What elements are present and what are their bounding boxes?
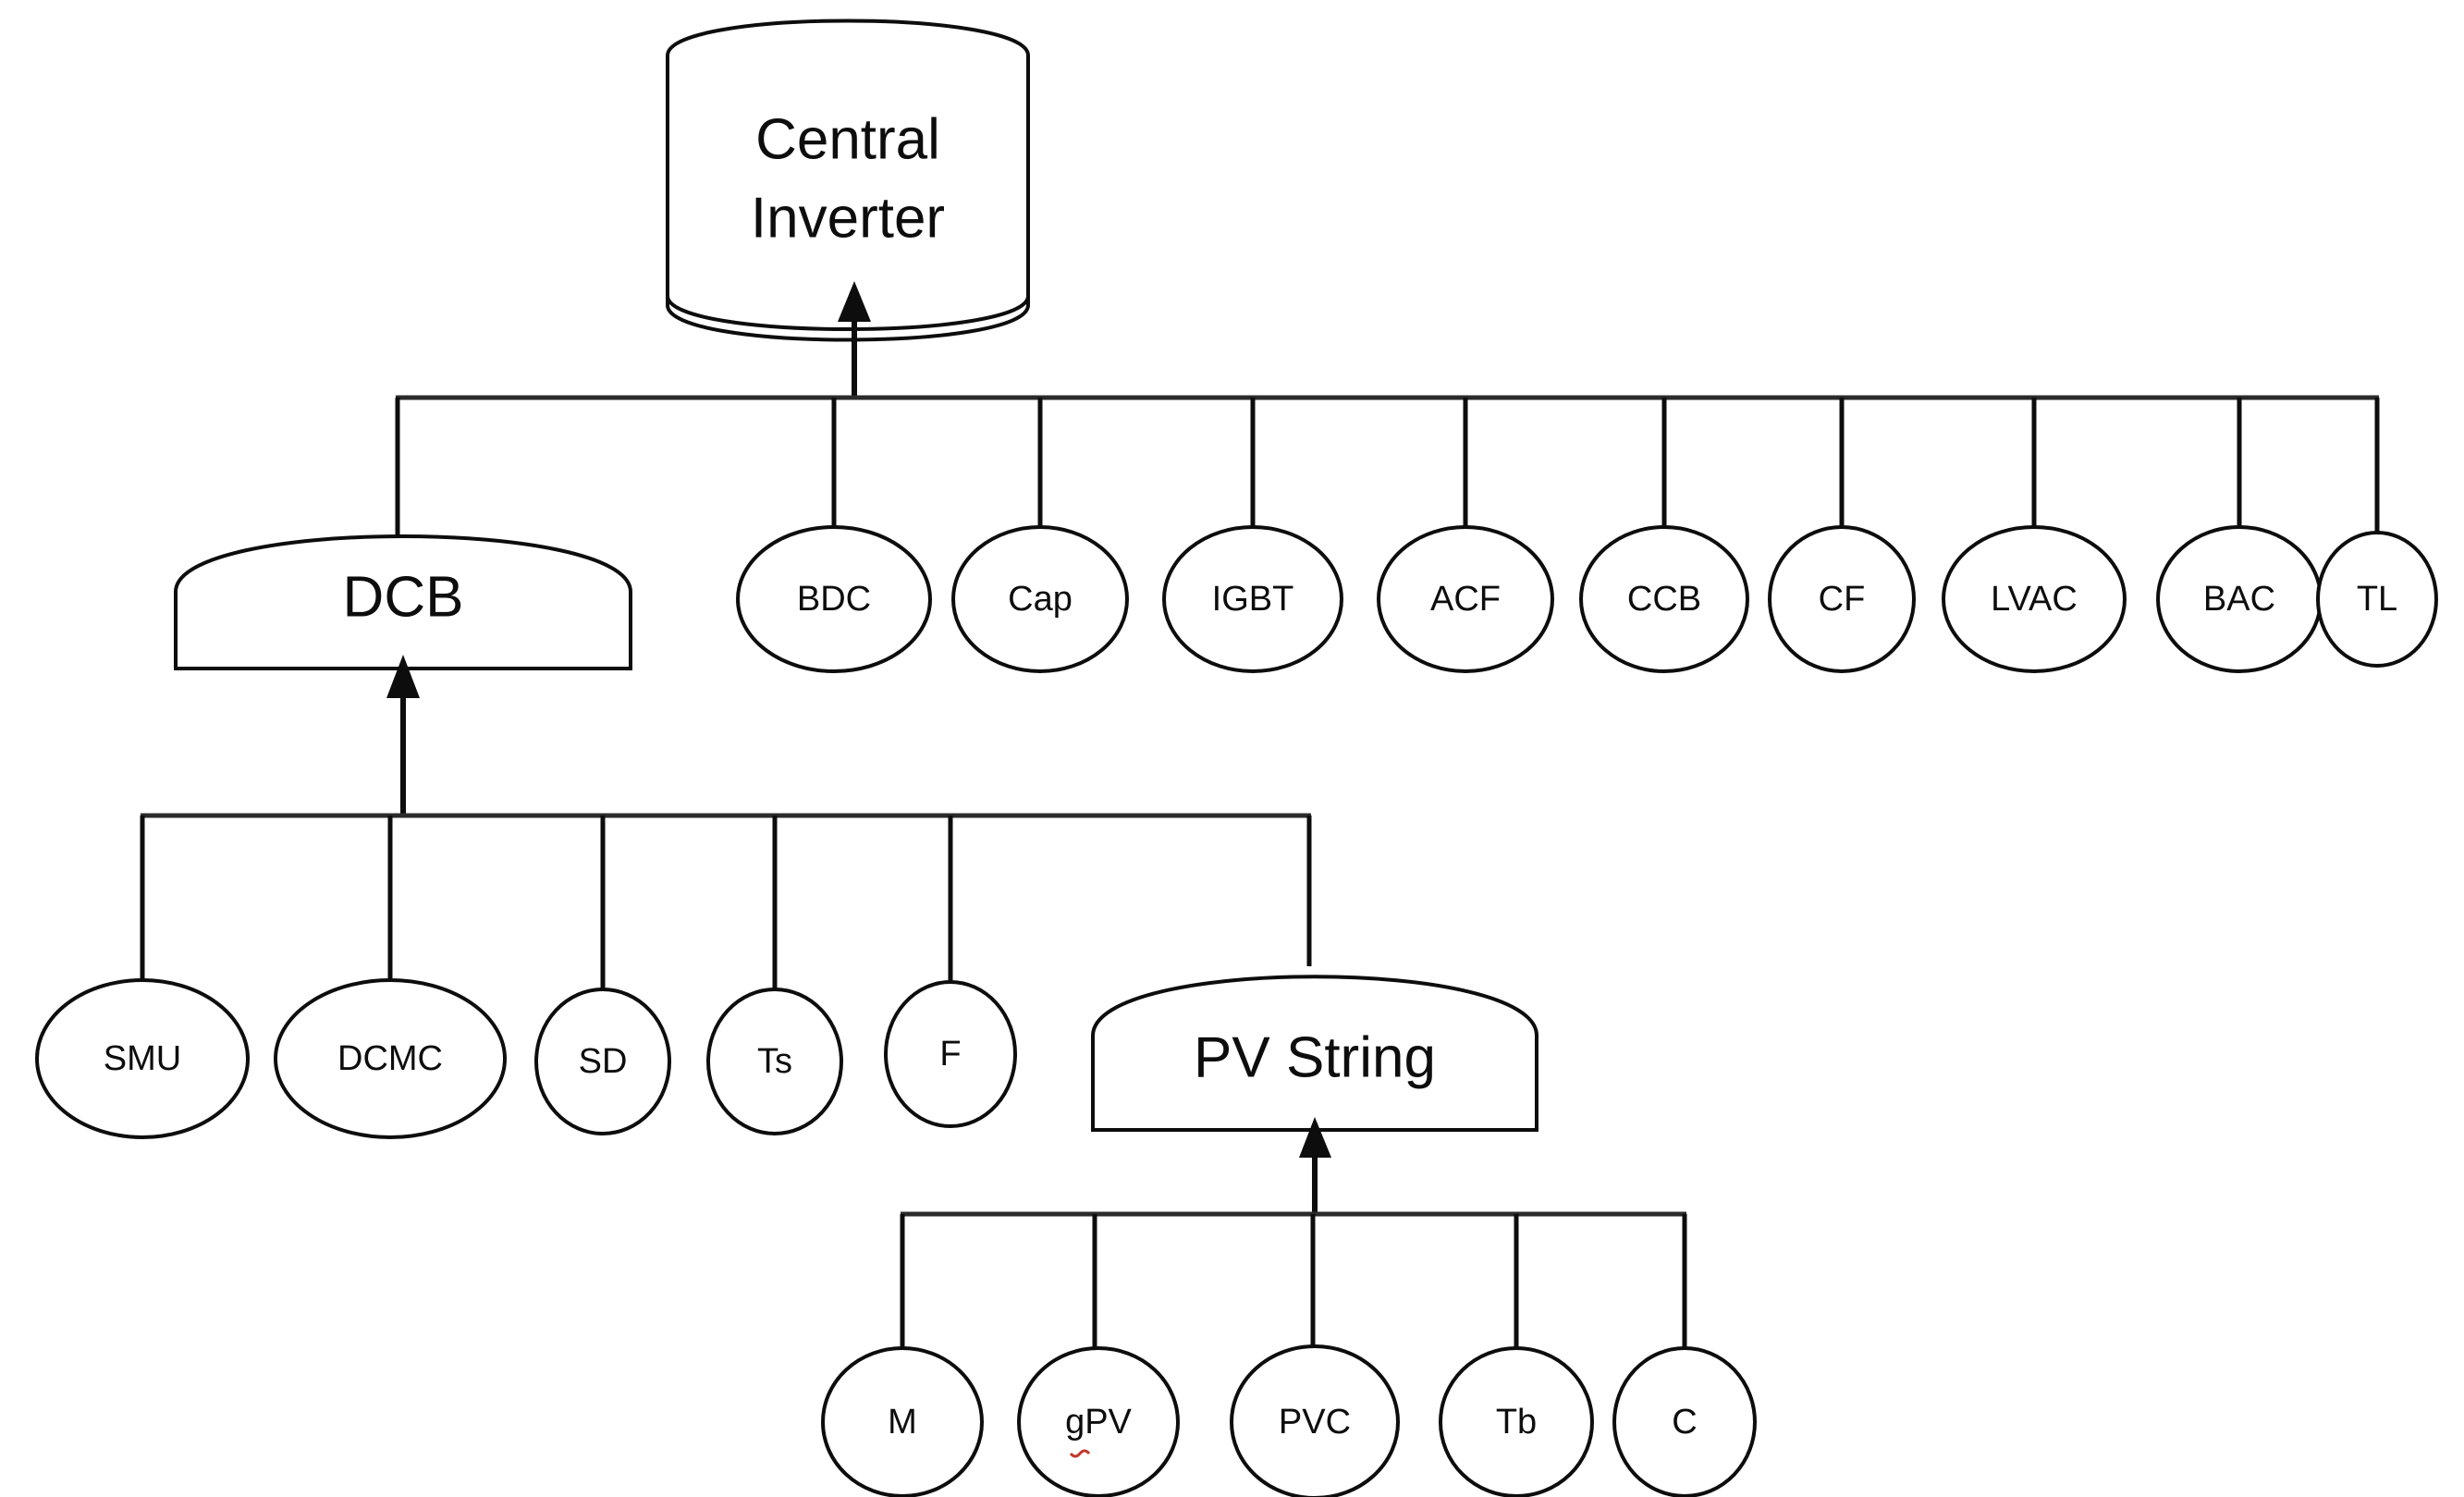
tl-circle: [2316, 531, 2438, 668]
node-m[interactable]: M: [821, 1346, 984, 1497]
node-igbt[interactable]: IGBT: [1162, 525, 1343, 673]
lvac-circle: [1942, 525, 2127, 673]
arrow-head-up: [386, 655, 420, 698]
node-cap[interactable]: Cap: [951, 525, 1129, 673]
node-central-inverter[interactable]: Central Inverter: [666, 18, 1030, 342]
f-circle: [884, 980, 1017, 1128]
pv-string-label: PV String: [1194, 1025, 1436, 1089]
node-pv-string[interactable]: PV String: [1091, 975, 1538, 1132]
central-inverter-label-line2: Inverter: [751, 186, 945, 250]
tb-label: Tb: [1496, 1403, 1537, 1442]
c-circle: [1612, 1346, 1757, 1497]
ts-circle: [706, 988, 843, 1135]
cf-label: CF: [1819, 580, 1866, 619]
igbt-circle: [1162, 525, 1343, 673]
arrow-bus2-to-dcb: [386, 655, 420, 814]
node-bdc[interactable]: BDC: [736, 525, 932, 673]
bus-bar-tier1: [395, 395, 2380, 536]
m-circle: [821, 1346, 984, 1497]
node-acf[interactable]: ACF: [1377, 525, 1554, 673]
node-ccb[interactable]: CCB: [1579, 525, 1749, 673]
cap-circle: [951, 525, 1129, 673]
lvac-label: LVAC: [1991, 580, 2078, 619]
central-inverter-cylinder-body: [666, 18, 1030, 342]
node-sd[interactable]: SD: [534, 988, 671, 1135]
arrow-bus1-to-central-inverter: [838, 281, 871, 396]
central-inverter-label-line1: Central: [755, 107, 940, 171]
node-cf[interactable]: CF: [1768, 525, 1916, 673]
dcmc-circle: [274, 978, 507, 1139]
bdc-circle: [736, 525, 932, 673]
node-smu[interactable]: SMU: [35, 978, 250, 1139]
arrow-head-up: [838, 281, 871, 322]
ccb-label: CCB: [1627, 580, 1701, 619]
pvc-circle: [1230, 1344, 1400, 1497]
bus-bar-tier3: [900, 1211, 1687, 1352]
node-ts[interactable]: Ts: [706, 988, 843, 1135]
node-bac[interactable]: BAC: [2156, 525, 2323, 673]
c-label: C: [1672, 1403, 1697, 1442]
node-dcmc[interactable]: DCMC: [274, 978, 507, 1139]
bus-bar-tier2: [140, 813, 1312, 994]
node-tb[interactable]: Tb: [1439, 1346, 1594, 1497]
sd-circle: [534, 988, 671, 1135]
node-c[interactable]: C: [1612, 1346, 1757, 1497]
node-pvc[interactable]: PVC: [1230, 1344, 1400, 1497]
node-lvac[interactable]: LVAC: [1942, 525, 2127, 673]
dcb-arched-box: [174, 534, 632, 670]
tier1-nodes: BDC Cap IGBT ACF CCB CF: [736, 525, 2438, 673]
node-f[interactable]: F: [884, 980, 1017, 1128]
pvc-label: PVC: [1279, 1403, 1351, 1442]
igbt-label: IGBT: [1212, 580, 1294, 619]
ts-label: Ts: [757, 1042, 792, 1081]
cf-circle: [1768, 525, 1916, 673]
cap-label: Cap: [1008, 580, 1073, 619]
ccb-circle: [1579, 525, 1749, 673]
gpv-circle: [1017, 1346, 1180, 1497]
tl-label: TL: [2357, 580, 2397, 619]
pv-string-arched-box: [1091, 975, 1538, 1132]
acf-label: ACF: [1430, 580, 1501, 619]
smu-label: SMU: [104, 1039, 181, 1078]
dcmc-label: DCMC: [337, 1039, 443, 1078]
node-dcb[interactable]: DCB: [174, 534, 632, 670]
node-tl[interactable]: TL: [2316, 531, 2438, 668]
smu-circle: [35, 978, 250, 1139]
tier2-nodes: SMU DCMC SD Ts F: [35, 978, 1017, 1139]
bdc-label: BDC: [797, 580, 871, 619]
tb-circle: [1439, 1346, 1594, 1497]
gpv-label: gPV: [1065, 1403, 1132, 1442]
bac-label: BAC: [2203, 580, 2275, 619]
tier3-nodes: M gPV PVC Tb C: [821, 1344, 1757, 1497]
sd-label: SD: [579, 1042, 628, 1081]
acf-circle: [1377, 525, 1554, 673]
spellcheck-squiggle-icon: [1069, 1449, 1091, 1458]
f-label: F: [939, 1035, 961, 1074]
m-label: M: [888, 1403, 917, 1442]
dcb-label: DCB: [343, 565, 464, 629]
arrow-bus3-to-pv-string: [1299, 1117, 1331, 1214]
arrow-head-up: [1299, 1117, 1331, 1158]
node-gpv[interactable]: gPV: [1017, 1346, 1180, 1497]
